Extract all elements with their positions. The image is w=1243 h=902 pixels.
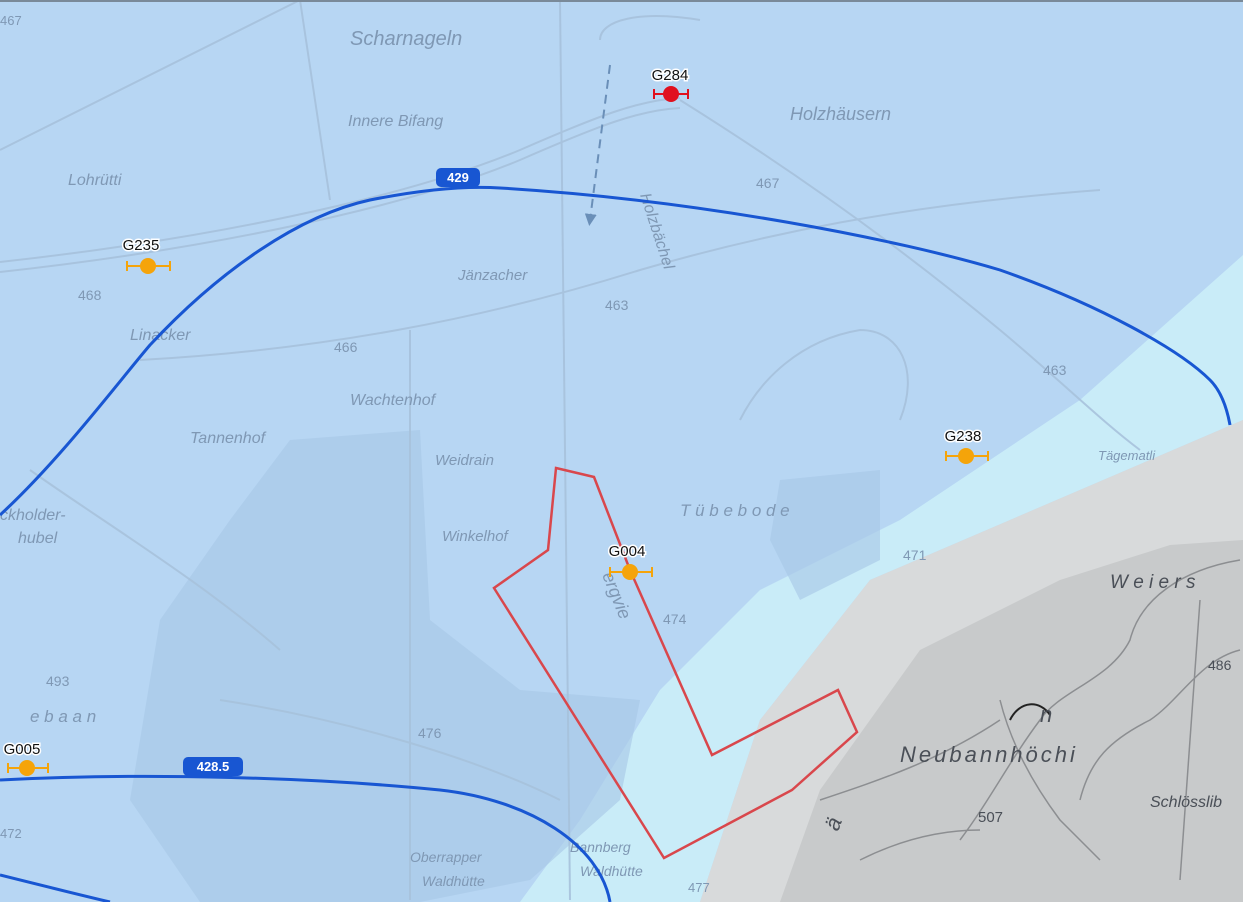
spot-height: 477: [688, 880, 710, 895]
place-name: n: [1040, 702, 1052, 727]
place-name: Waldhütte: [580, 863, 643, 879]
terrain-contours: [819, 559, 1241, 881]
station-dot: [958, 448, 974, 464]
place-name: Winkelhof: [442, 528, 510, 545]
spot-height: 463: [605, 297, 629, 313]
field-area: [770, 470, 880, 600]
contour-label-text: 428.5: [197, 759, 230, 774]
place-name: Neubannhöchi: [900, 742, 1078, 767]
flow-zone: [520, 255, 1243, 902]
terrain-marking: [1009, 703, 1051, 721]
protection-zone-perimeter[interactable]: [492, 466, 859, 860]
contour-line-429: [0, 185, 1232, 517]
place-name: Oberrapper: [410, 849, 483, 865]
place-name: Holzhäusern: [790, 104, 891, 124]
station-marker-g238[interactable]: G238: [943, 427, 989, 464]
place-name: T ü b e b o d e: [680, 501, 790, 520]
terrain-zone-inner: [780, 540, 1243, 902]
place-name: Waldhütte: [422, 873, 485, 889]
contour-line-428-5: [0, 774, 612, 902]
spot-height: 467: [756, 175, 780, 191]
station-marker-g284[interactable]: G284: [650, 66, 690, 102]
spot-heights: 467 468 467 466 463 463 471 474 486 507 …: [0, 13, 1232, 895]
spot-height: 463: [1043, 362, 1067, 378]
station-marker-g235[interactable]: G235: [121, 236, 171, 274]
station-dot: [663, 86, 679, 102]
place-name: Schlösslib: [1150, 794, 1222, 811]
contour-line-428-5-lower: [0, 873, 111, 902]
contour-label-428-5: 428.5: [183, 757, 243, 776]
station-dot: [622, 564, 638, 580]
groundwater-contours: 429 428.5: [0, 168, 1232, 902]
station-label: G284: [652, 67, 689, 84]
contour-label-text: 429: [447, 170, 469, 185]
station-dot: [140, 258, 156, 274]
place-name: Tägematli: [1098, 448, 1156, 463]
place-name: Wachtenhof: [350, 392, 437, 409]
spot-height: 486: [1208, 657, 1232, 673]
spot-height: 468: [78, 287, 102, 303]
spot-height: 467: [0, 13, 22, 28]
station-label: G238: [945, 428, 982, 445]
flow-direction-arrow: [584, 64, 611, 226]
place-name: W e i e r s: [1110, 572, 1196, 593]
place-name: Innere Bifang: [348, 113, 443, 130]
place-name: Lohrütti: [68, 172, 122, 189]
place-name: ckholder-: [0, 507, 66, 524]
station-dot: [19, 760, 35, 776]
field-area: [130, 430, 640, 902]
place-name: Jänzacher: [457, 267, 528, 284]
spot-height: 493: [46, 673, 70, 689]
station-label: G005: [4, 741, 41, 758]
place-name: e b a a n: [30, 707, 96, 726]
spot-height: 474: [663, 611, 687, 627]
place-name: Scharnageln: [350, 28, 462, 50]
place-name: Bannberg: [570, 839, 631, 855]
station-marker-g004[interactable]: G004: [607, 542, 653, 580]
contour-label-429: 429: [436, 168, 480, 187]
station-marker-g005[interactable]: G005: [2, 740, 49, 776]
station-label: G235: [123, 237, 160, 254]
spot-height: 466: [334, 339, 358, 355]
station-label: G004: [609, 543, 646, 560]
place-name: Weidrain: [435, 452, 494, 469]
place-name: hubel: [18, 530, 58, 547]
spot-height: 507: [978, 809, 1003, 826]
spot-height: 476: [418, 725, 442, 741]
place-name: Tannenhof: [190, 430, 267, 447]
spot-height: 472: [0, 826, 22, 841]
spot-height: 471: [903, 547, 927, 563]
